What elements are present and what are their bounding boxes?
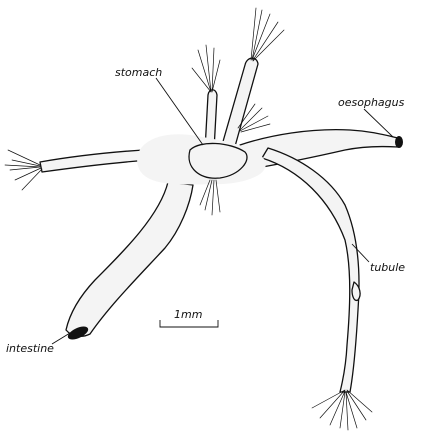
tubule-label: tubule — [370, 261, 405, 274]
stomach-loop — [139, 137, 263, 215]
stomach-label: stomach — [115, 66, 162, 79]
scale-bar-line — [160, 320, 218, 327]
right-tubule — [262, 148, 372, 430]
intestine-label: intestine — [6, 342, 54, 355]
scale-bar-label: 1mm — [174, 308, 202, 321]
scale-bar: 1mm — [160, 308, 218, 327]
intestine-leader — [52, 333, 70, 344]
upper-tubules — [192, 8, 284, 150]
oesophagus-label: oesophagus — [338, 96, 405, 109]
oesophagus-opening — [395, 136, 403, 148]
